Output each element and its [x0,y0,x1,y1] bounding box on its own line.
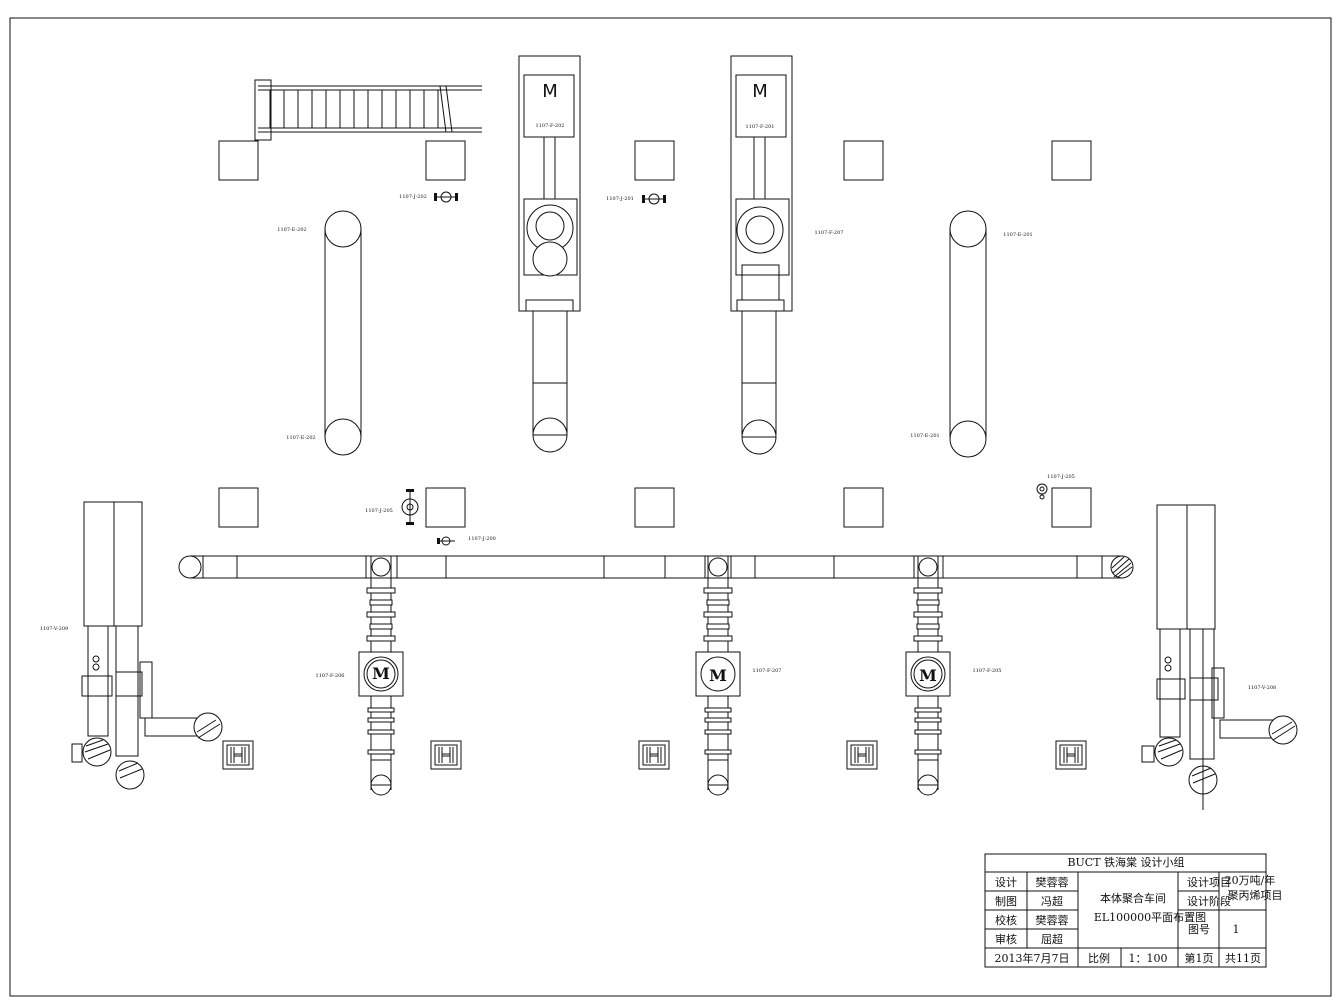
project-label: 设计项目 [1187,876,1231,889]
motor-symbol: M [542,81,558,102]
name-draw: 冯超 [1041,894,1063,908]
heat-exchanger-e201 [949,210,987,458]
h-mark [846,740,878,770]
motor-symbol: M [919,666,937,685]
project-value-line1: 20万吨/年 [1225,873,1276,887]
role-review: 审核 [995,932,1017,946]
name-check: 樊蓉蓉 [1036,913,1069,927]
filter-f202 [518,55,581,453]
title-block-header: BUCT 铁海棠 设计小组 [1067,855,1184,869]
column-square [634,140,675,181]
pump-j201 [642,193,666,205]
label-f201: 1107-F-201 [746,124,775,130]
scale-label: 比例 [1088,951,1110,965]
label-e201-bottom: 1107-E-201 [910,433,939,439]
conveyor-ladder [254,79,482,141]
title-block: BUCT 铁海棠 设计小组 设计 樊蓉蓉 制图 冯超 校核 樊蓉蓉 审核 屈超 … [984,853,1283,968]
pump-stack-f205 [905,556,951,796]
heat-exchanger-e202 [324,210,362,456]
column-square [843,140,884,181]
scale-value: 1：100 [1129,952,1168,965]
stage-label: 设计阶段 [1187,894,1231,908]
label-f206: 1107-F-206 [316,673,345,679]
role-design: 设计 [995,876,1017,889]
label-j202: 1107-J-202 [399,194,427,200]
drawing-no-label: 图号 [1188,923,1210,936]
column-square [218,140,259,181]
label-j200: 1107-J-200 [468,536,496,542]
motor-symbol: M [372,664,390,683]
vessel-v209 [71,501,223,790]
label-v209: 1107-V-209 [40,626,68,632]
label-f207-top: 1107-F-207 [815,230,844,236]
equipment-labels: 1107-F-202 1107-E-202 1107-E-202 1107-J-… [40,123,1276,691]
h-mark [222,740,254,770]
vessel-v208 [1141,504,1298,810]
column-square [425,140,466,181]
column-square [843,487,884,528]
column-square [634,487,675,528]
pump-j205-right [1036,483,1048,500]
main-header-pipe [178,555,1134,579]
drawing-date: 2013年7月7日 [995,951,1070,965]
label-f207-low: 1107-F-207 [753,668,782,674]
column-square [218,487,259,528]
label-v208: 1107-V-208 [1248,685,1276,691]
h-mark [430,740,462,770]
h-mark [1055,740,1087,770]
workshop-name: 本体聚合车间 [1100,891,1166,905]
column-square [425,487,466,528]
h-marks [222,740,1087,770]
label-e201-top: 1107-E-201 [1003,232,1032,238]
label-f205: 1107-F-205 [973,668,1002,674]
page-number: 第1页 [1185,951,1214,965]
h-mark [638,740,670,770]
drawing-name: EL100000平面布置图 [1094,911,1206,924]
motor-symbol: M [709,666,727,685]
building-columns [218,140,1092,528]
filter-f201 [730,55,793,455]
label-e202-bottom: 1107-E-202 [286,435,315,441]
label-f202: 1107-F-202 [536,123,565,129]
label-e202-top: 1107-E-202 [277,227,306,233]
pump-j202 [434,191,458,203]
pump-j205-left [401,489,419,525]
pump-stack-f206 [358,556,404,796]
role-draw: 制图 [995,895,1017,908]
label-j205-right: 1107-J-205 [1047,474,1075,480]
name-design: 樊蓉蓉 [1036,875,1069,889]
pump-stack-f207 [695,556,741,796]
name-review: 屈超 [1041,932,1063,946]
motor-symbol: M [752,81,768,102]
column-square [1051,140,1092,181]
label-j205-left: 1107-J-205 [365,508,393,514]
pump-j200 [437,536,455,546]
page-total: 共11页 [1225,952,1261,965]
drawing-no-value: 1 [1233,923,1240,936]
column-square [1051,487,1092,528]
label-j201: 1107-J-201 [606,196,634,202]
role-check: 校核 [995,913,1017,927]
project-value-line2: 聚丙烯项目 [1228,889,1283,902]
drawing-border [9,17,1332,997]
